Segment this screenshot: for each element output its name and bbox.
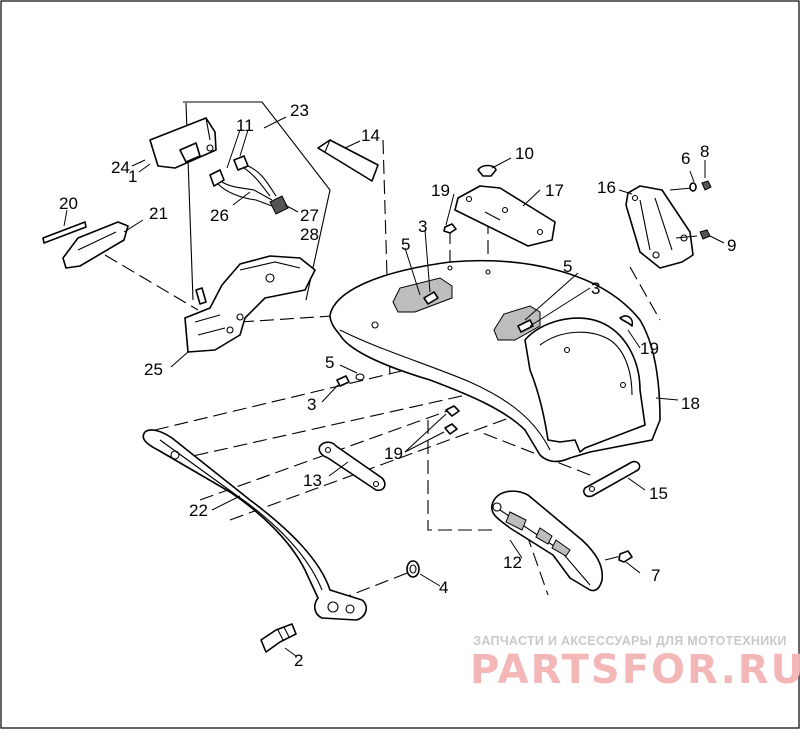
callout-16: 16 [597,178,616,197]
rear-fender [329,259,661,463]
callout-11: 11 [236,116,254,135]
nuts-part-19 [443,223,634,435]
strap-part-13 [318,441,386,492]
mount-bracket-part-25 [184,255,316,353]
callout-15: 15 [649,484,668,503]
callout-25: 25 [144,360,163,379]
callout-20: 20 [59,194,78,213]
callout-3b: 3 [591,279,600,298]
bracket-part-16 [625,185,694,269]
callout-18: 18 [681,394,700,413]
callout-27: 27 [300,206,319,225]
callout-19c: 19 [384,444,403,463]
callout-3c: 3 [307,395,316,414]
callout-19b: 19 [640,339,659,358]
callout-19a: 19 [431,181,450,200]
watermark: ЗАПЧАСТИ И АКСЕССУАРЫ ДЛЯ МОТОТЕХНИКИ PA… [470,634,800,693]
callout-4: 4 [439,578,448,597]
callout-22: 22 [189,501,208,520]
callout-5a: 5 [401,235,410,254]
wiring-harness [209,129,289,215]
callout-23: 23 [290,101,309,120]
callout-10: 10 [515,144,534,163]
callout-17: 17 [545,181,564,200]
strip-part-14 [317,139,379,182]
support-rail [142,429,368,621]
callout-24: 24 [111,158,130,177]
clip-part-15 [583,460,641,498]
side-rail-part-12 [490,490,604,592]
callout-6: 6 [681,149,690,168]
callout-9: 9 [727,236,736,255]
callout-26: 26 [210,206,229,225]
callout-1: 1 [128,167,137,186]
callout-7: 7 [651,566,660,585]
callout-12: 12 [503,553,522,572]
leader-lines [63,116,725,657]
bolt-part-2 [260,623,297,653]
callout-5c: 5 [325,353,334,372]
label-and-lens-parts-20-21 [42,221,129,269]
callout-8: 8 [700,142,709,161]
watermark-tagline: ЗАПЧАСТИ И АКСЕССУАРЫ ДЛЯ МОТОТЕХНИКИ [473,634,787,648]
cap-part-10 [477,164,497,177]
washer-part-4 [406,560,420,578]
hardware-parts-6-8-9 [669,180,712,240]
callout-2: 2 [294,651,303,670]
callout-28: 28 [300,225,319,244]
callout-labels: 1 2 3 3 3 4 5 5 5 7 8 9 10 11 12 13 14 1… [59,101,736,670]
callout-13: 13 [303,471,322,490]
plate-part-17 [454,185,556,247]
tail-lamp-part-24 [149,117,217,169]
fender-bolts-part-3 [336,291,534,387]
callout-21: 21 [149,204,168,223]
callout-3a: 3 [418,217,427,236]
callout-14: 14 [361,126,380,145]
watermark-logo-text: PARTSFOR.RU [470,647,800,693]
callout-5b: 5 [563,257,572,276]
nut-part-7 [618,550,633,563]
